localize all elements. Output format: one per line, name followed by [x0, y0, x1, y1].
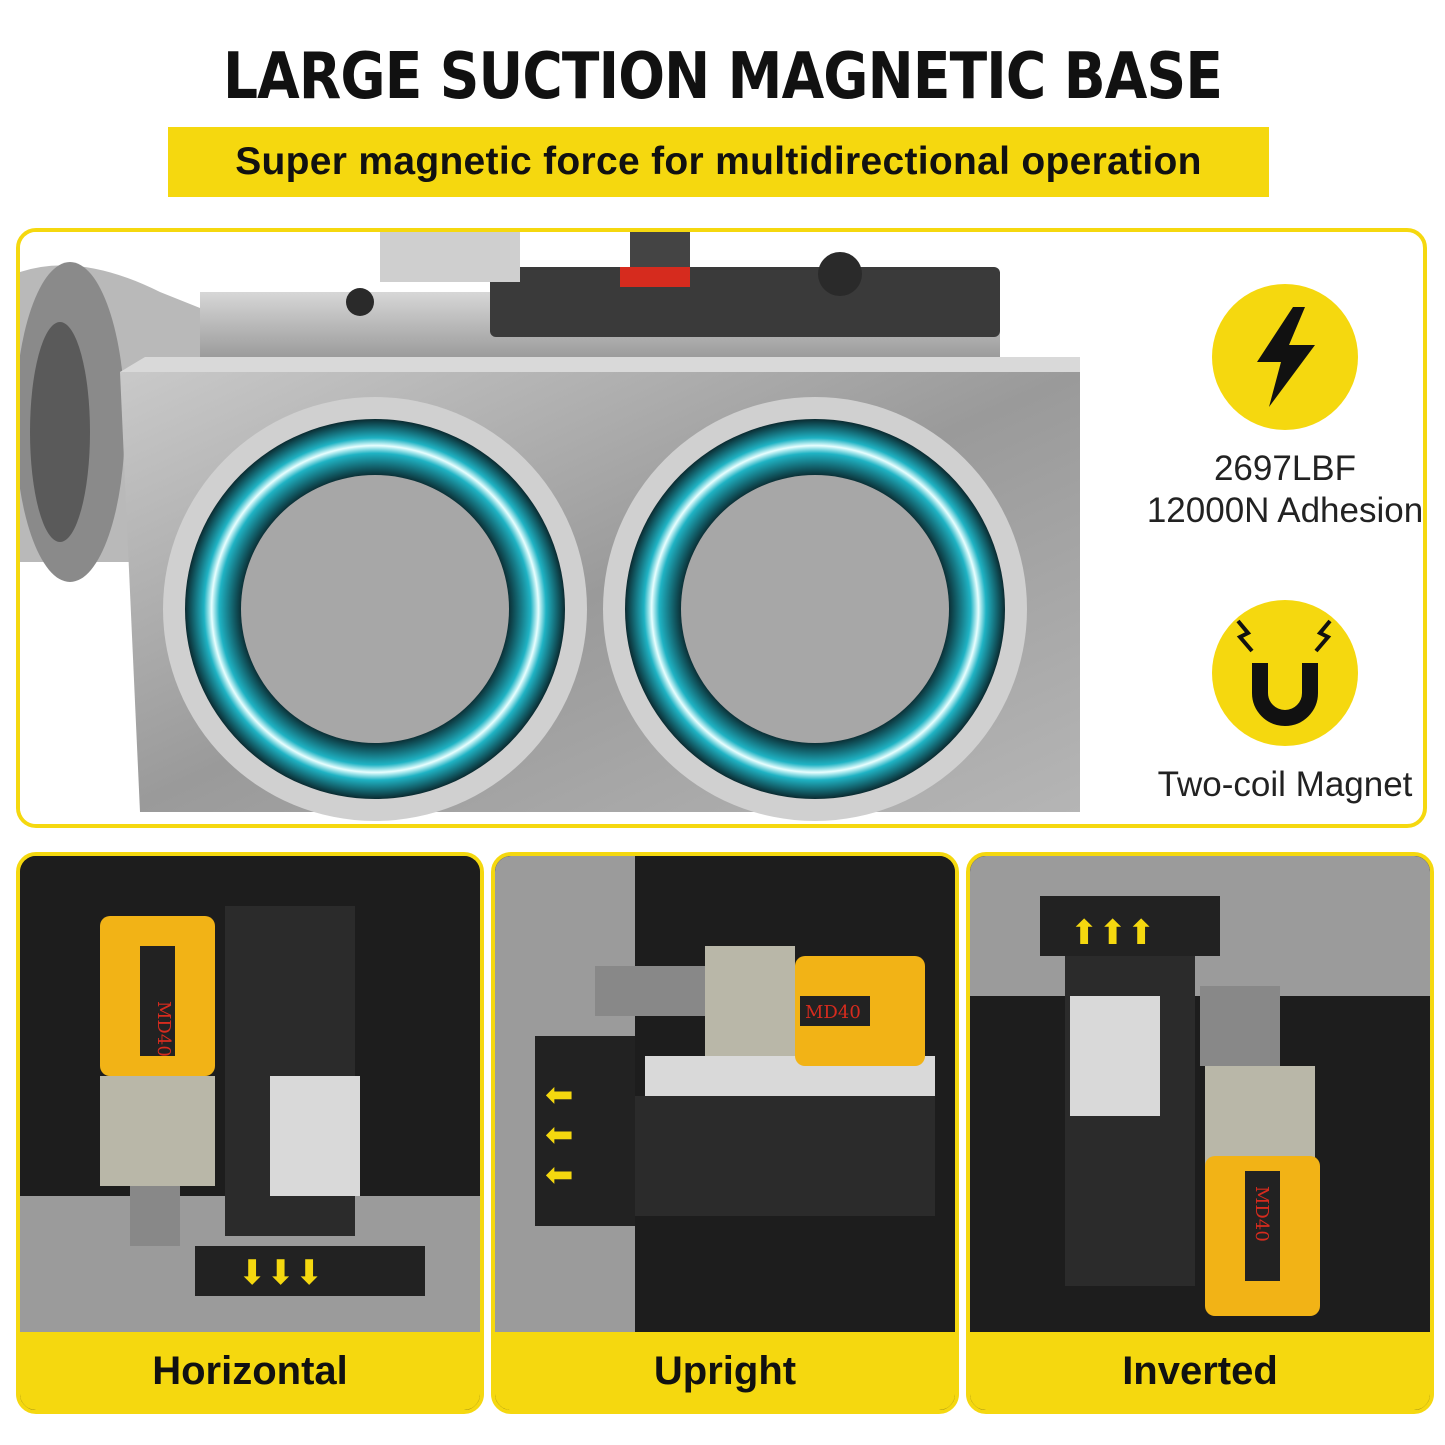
magnetic-base-illustration	[20, 232, 1080, 824]
model-badge: MD40	[1251, 1186, 1272, 1242]
mode-label-bar: Upright	[495, 1332, 955, 1410]
force-lbf-text: 2697LBF	[1213, 449, 1357, 488]
svg-text:⬅: ⬅	[545, 1156, 574, 1194]
subtitle-text: Super magnetic force for multidirectiona…	[235, 140, 1202, 183]
down-arrows-icon: ⬇⬇⬇	[238, 1254, 323, 1292]
magnetic-base-panel: 2697LBF 12000N Adhesion Two-coil Magnet	[16, 228, 1427, 828]
force-newton-text: 12000N Adhesion	[1146, 491, 1424, 530]
model-badge: MD40	[153, 1001, 174, 1057]
adhesion-feature: 2697LBF 12000N Adhesion	[1135, 284, 1424, 532]
mode-label-bar: Inverted	[970, 1332, 1430, 1410]
svg-text:⬅: ⬅	[545, 1076, 574, 1114]
mode-card-upright: ⬅ ⬅ ⬅ MD40 Upright	[491, 852, 959, 1414]
mode-label: Upright	[653, 1348, 797, 1393]
lightning-bolt-icon	[1212, 284, 1358, 430]
adhesion-caption: 2697LBF 12000N Adhesion	[1135, 448, 1424, 532]
left-arrows-icon: ⬅	[545, 1116, 574, 1154]
horizontal-mode-illustration: MD40 ⬇⬇⬇	[20, 856, 480, 1336]
mode-card-horizontal: MD40 ⬇⬇⬇ Horizontal	[16, 852, 484, 1414]
mode-label: Inverted	[1122, 1348, 1278, 1393]
magnet-feature: Two-coil Magnet	[1135, 600, 1423, 806]
horseshoe-magnet-icon	[1212, 600, 1358, 746]
magnet-caption: Two-coil Magnet	[1157, 765, 1413, 804]
subtitle-banner: Super magnetic force for multidirectiona…	[168, 127, 1269, 197]
upright-mode-illustration: ⬅ ⬅ ⬅ MD40	[495, 856, 955, 1336]
mode-card-inverted: ⬆⬆⬆ MD40 Inverted	[966, 852, 1434, 1414]
inverted-mode-illustration: ⬆⬆⬆ MD40	[970, 856, 1430, 1336]
mode-label: Horizontal	[152, 1348, 348, 1393]
up-arrows-icon: ⬆⬆⬆	[1070, 914, 1155, 952]
page-title: LARGE SUCTION MAGNETIC BASE	[222, 40, 1223, 114]
mode-label-bar: Horizontal	[20, 1332, 480, 1410]
model-badge: MD40	[805, 1002, 861, 1023]
